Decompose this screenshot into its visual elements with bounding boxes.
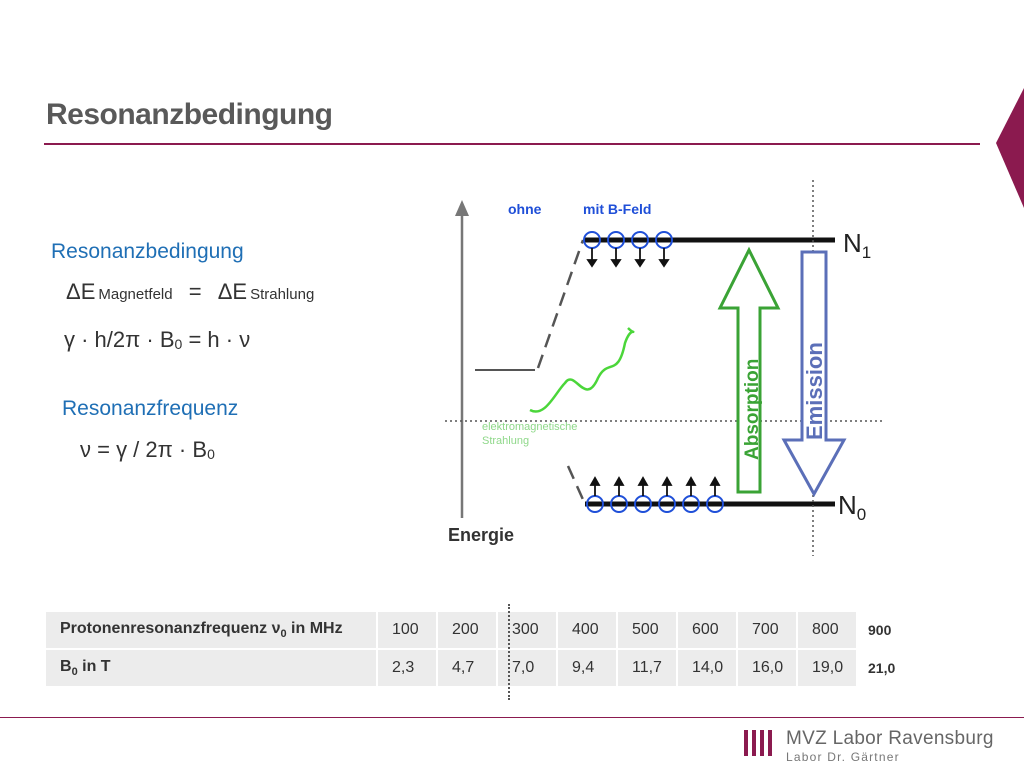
- row-label-field: B0 in T: [46, 650, 376, 686]
- row-label-frequency: Protonenresonanzfrequenz ν0 in MHz: [46, 612, 376, 648]
- resonance-table: Protonenresonanzfrequenz ν0 in MHz 100 2…: [44, 610, 910, 688]
- spin-arrows-up: [589, 476, 721, 496]
- spin-arrows-down: [586, 248, 670, 268]
- split-line-lower: [566, 465, 587, 505]
- absorption-arrow: [717, 246, 781, 494]
- emission-arrow: [781, 250, 847, 498]
- n1-label: N1: [843, 228, 871, 262]
- slide-title: Resonanzbedingung: [46, 98, 333, 131]
- em-label-line1: elektromagnetische: [482, 421, 577, 433]
- freq-cell: 500: [618, 612, 676, 648]
- formula-frequency: ν = γ / 2π · B0: [80, 437, 215, 462]
- field-cell: 7,0: [498, 650, 556, 686]
- heading-resonanzbedingung: Resonanzbedingung: [51, 240, 244, 263]
- energy-axis-arrow: [455, 200, 469, 216]
- em-label-line2: Strahlung: [482, 435, 529, 447]
- emission-label: Emission: [802, 342, 827, 440]
- field-cell: 19,0: [798, 650, 856, 686]
- field-cell: 2,3: [378, 650, 436, 686]
- table-dotted-marker: [508, 604, 510, 700]
- freq-cell: 800: [798, 612, 856, 648]
- field-cell: 21,0: [858, 650, 908, 686]
- corner-decoration: [996, 88, 1024, 208]
- freq-cell: 600: [678, 612, 736, 648]
- freq-cell: 300: [498, 612, 556, 648]
- n0-label: N0: [838, 490, 866, 524]
- energy-level-diagram: Energie ohne mit B-Feld elektromagnetisc…: [445, 180, 885, 556]
- split-line-upper: [536, 239, 585, 369]
- table-row: B0 in T 2,3 4,7 7,0 9,4 11,7 14,0 16,0 1…: [46, 650, 908, 686]
- field-cell: 9,4: [558, 650, 616, 686]
- freq-cell: 700: [738, 612, 796, 648]
- field-cell: 16,0: [738, 650, 796, 686]
- mit-b-feld-label: mit B-Feld: [583, 201, 651, 217]
- freq-cell: 100: [378, 612, 436, 648]
- freq-cell: 200: [438, 612, 496, 648]
- freq-cell: 900: [858, 612, 908, 648]
- formula-gamma: γ · h/2π · B0 = h · ν: [64, 327, 251, 352]
- ohne-label: ohne: [508, 201, 542, 217]
- field-cell: 14,0: [678, 650, 736, 686]
- freq-cell: 400: [558, 612, 616, 648]
- field-cell: 4,7: [438, 650, 496, 686]
- footer-divider: [0, 717, 1024, 718]
- heading-resonanzfrequenz: Resonanzfrequenz: [62, 397, 239, 420]
- field-cell: 11,7: [618, 650, 676, 686]
- title-divider: [44, 143, 980, 145]
- logo-bars-icon: [744, 730, 772, 756]
- energie-label: Energie: [448, 525, 514, 545]
- logo-subtitle: Labor Dr. Gärtner: [786, 750, 900, 764]
- em-wave: [529, 327, 635, 413]
- logo-name: MVZ Labor Ravensburg: [786, 728, 994, 749]
- table-row: Protonenresonanzfrequenz ν0 in MHz 100 2…: [46, 612, 908, 648]
- absorption-label: Absorption: [742, 359, 763, 460]
